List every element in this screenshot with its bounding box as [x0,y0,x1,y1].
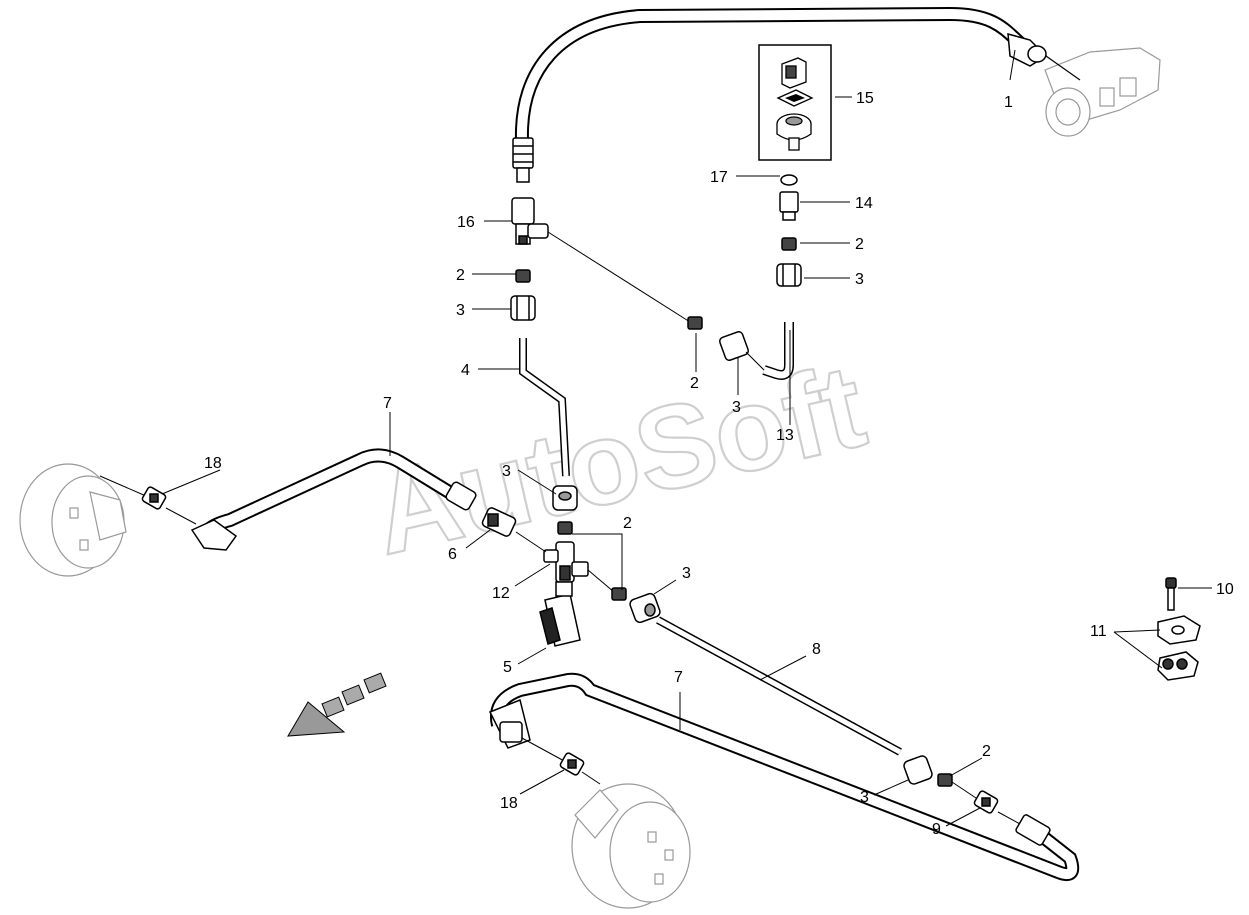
lower-wheel-hub [571,783,691,909]
nut-3-right [776,263,802,287]
adapter-18-lower [559,752,585,776]
callout-3-right-lower: 3 [682,565,691,582]
callout-7-upper: 7 [383,395,392,412]
callout-3-right: 3 [855,271,864,288]
left-wheel-hub [19,463,127,577]
adapter-9 [973,790,999,814]
screw-10 [1165,577,1177,611]
ferrule-2-center [557,521,573,535]
callout-3-lower: 3 [860,789,869,806]
callout-labels: 1 15 17 14 2 3 13 16 2 3 4 2 3 7 18 3 6 … [204,90,1234,838]
watermark: AutoSoft [361,340,876,581]
o-ring-17 [780,174,798,186]
switch-connector [781,57,807,89]
callout-16: 16 [457,214,475,231]
callout-14: 14 [855,195,873,212]
callout-3-upper: 3 [456,302,465,319]
pipe-link-13 [745,351,765,371]
upper-hose-fitting-right [1007,32,1048,67]
callout-3-mid: 3 [732,399,741,416]
callout-6: 6 [448,546,457,563]
callout-13: 13 [776,427,794,444]
pipe-link-caliper-18 [99,475,147,497]
upper-hose-fitting-left [512,137,534,183]
ferrule-2-right [781,237,797,251]
callout-15: 15 [856,90,874,107]
callout-5: 5 [503,659,512,676]
rigid-pipe-4 [519,338,570,477]
hose-7-upper-fitting-left [190,519,238,551]
hose-7-lower-fitting-left [488,698,531,749]
callout-11: 11 [1090,623,1107,640]
upper-flex-hose [514,6,1027,141]
callout-2-lower: 2 [982,743,991,760]
leader-lines [161,49,1212,827]
nut-3-center [552,485,578,511]
pipe-link-12-right [587,569,615,593]
callout-18-lower: 18 [500,795,518,812]
callout-8: 8 [812,641,821,658]
diagonal-line-16-13 [547,231,691,323]
callout-10: 10 [1216,581,1234,598]
bent-pipe-13 [762,322,794,380]
pipe-link-18-hose [165,507,197,525]
callout-2-mid: 2 [690,375,699,392]
brake-light-switch-5 [539,581,581,647]
callout-4: 4 [461,362,470,379]
master-cylinder [1044,47,1161,137]
nut-3-right-lower [629,592,661,624]
pressure-switch-inset [758,44,832,161]
callout-9: 9 [932,821,941,838]
cross-fitting-12 [543,541,589,583]
pipe-link-2-9 [951,781,977,799]
adapter-14 [779,191,799,221]
ferrule-2-right-lower [611,587,627,601]
hose-7-lower-fitting-right [1015,814,1051,846]
callout-3-center: 3 [502,463,511,480]
rigid-pipe-8 [656,616,902,756]
pipe-link-hose-18-lower [521,737,567,763]
nut-3-upper [510,295,536,321]
hose-7-upper-fitting-right [445,481,477,511]
callout-18-upper: 18 [204,455,222,472]
ferrule-2-upper [515,269,531,283]
clamp-11 [1157,615,1201,681]
flex-hose-7-lower [490,672,1080,882]
callout-1: 1 [1004,94,1013,111]
pressure-switch-body [776,113,812,151]
adapter-6 [481,507,517,537]
pipe-link-9-hose [997,811,1021,825]
callout-2-right: 2 [855,236,864,253]
callout-2-center: 2 [623,515,632,532]
ferrule-2-mid [687,316,703,330]
callout-12: 12 [492,585,510,602]
direction-arrow [287,672,387,737]
nut-3-lower [903,755,933,785]
pipe-link-18-caliper-lower [581,771,601,785]
ferrule-2-lower [937,773,953,787]
tee-fitting-16 [511,197,549,245]
callout-7-lower: 7 [674,669,683,686]
callout-17: 17 [710,169,728,186]
adapter-18-upper [141,486,167,510]
pipe-link-6-12 [515,531,547,553]
callout-2-upper: 2 [456,267,465,284]
nut-3-mid [718,330,750,362]
